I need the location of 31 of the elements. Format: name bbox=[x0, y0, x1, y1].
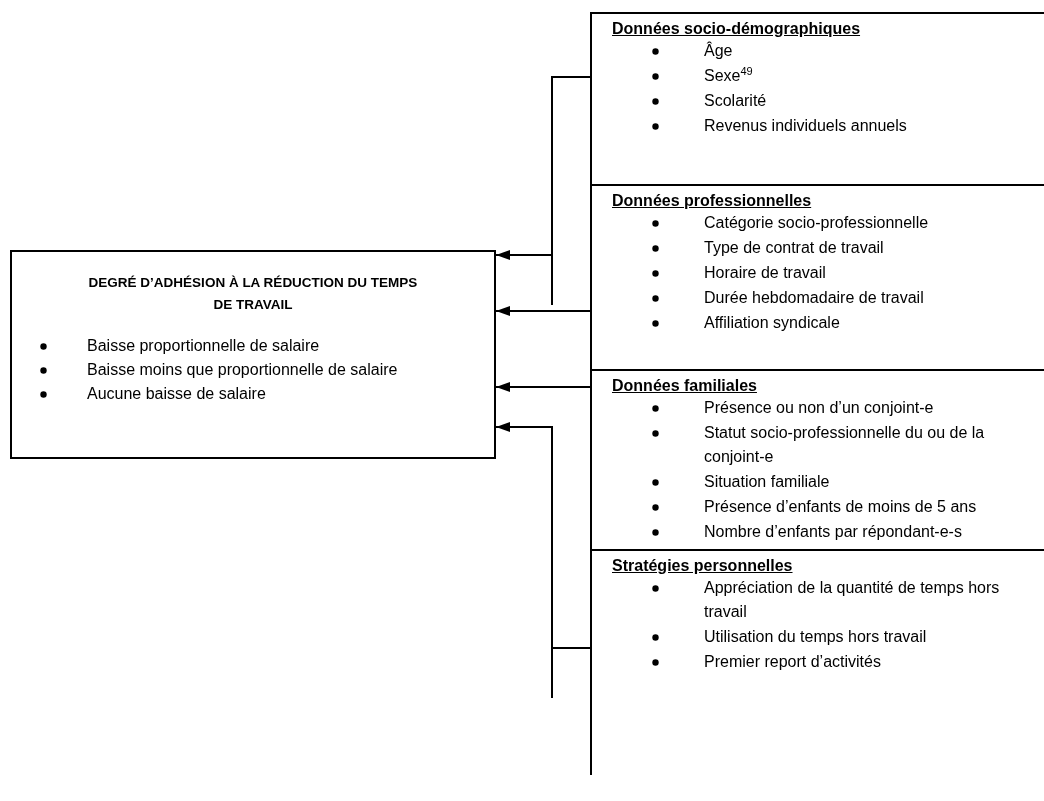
list-item: Utilisation du temps hors travail bbox=[704, 628, 927, 645]
arrow bbox=[495, 76, 591, 306]
box-heading: Stratégies personnelles bbox=[612, 557, 793, 575]
list-item: Aucune baisse de salaire bbox=[87, 385, 266, 402]
list-item: Statut socio-professionnelle du ou de la conjoint-e bbox=[704, 424, 985, 465]
list-item: Revenus individuels annuels bbox=[704, 117, 907, 134]
list-item: Situation familiale bbox=[704, 473, 830, 490]
list-item: Catégorie socio-professionnelle bbox=[704, 214, 929, 231]
box-heading: Données socio-démographiques bbox=[612, 20, 861, 38]
box-heading: Données familiales bbox=[612, 377, 757, 395]
box-heading: DEGRÉ D’ADHÉSION À LA RÉDUCTION DU TEMPS DE TRAVAIL bbox=[87, 274, 419, 314]
list-item: Baisse proportionnelle de salaire bbox=[87, 337, 320, 354]
list-item: Premier report d’activités bbox=[704, 653, 881, 670]
list-item: Âge bbox=[704, 42, 733, 59]
list-item: Type de contrat de travail bbox=[704, 239, 884, 256]
list-item: Appréciation de la quantité de temps hors travail bbox=[704, 579, 1000, 620]
text-box bbox=[590, 12, 1044, 186]
list-item: Affiliation syndicale bbox=[704, 314, 840, 331]
list-item: Baisse moins que proportionnelle de salaire bbox=[87, 361, 398, 378]
list-item: Sexe$^{49}$ bbox=[704, 67, 753, 84]
list-item: Présence ou non d’un conjoint-e bbox=[704, 399, 934, 416]
arrow bbox=[495, 306, 591, 316]
arrow bbox=[495, 422, 591, 699]
list-item: Scolarité bbox=[704, 92, 767, 109]
list-item: Durée hebdomadaire de travail bbox=[704, 289, 924, 306]
text-box bbox=[10, 250, 496, 459]
arrow bbox=[495, 382, 591, 392]
list-item: Nombre d’enfants par répondant-e-s bbox=[704, 523, 962, 540]
box-heading: Données professionnelles bbox=[612, 192, 812, 210]
list-item: Horaire de travail bbox=[704, 264, 826, 281]
list-item: Présence d’enfants de moins de 5 ans bbox=[704, 498, 977, 515]
